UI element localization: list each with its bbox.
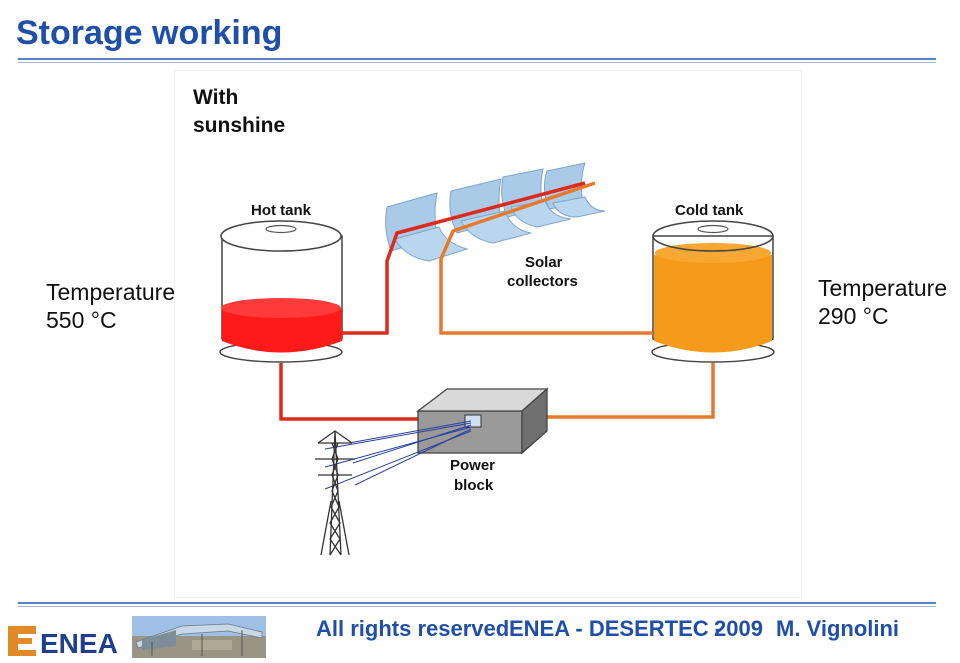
footer-rights: All rights reserved [316,616,510,641]
footer-rule [18,602,936,604]
enea-logo: ENEA [6,620,128,659]
power-block-label-line2: block [454,477,494,494]
left-temperature-label: Temperature [46,279,176,305]
footer-author: M. Vignolini [776,616,900,641]
left-temperature-value: 550 °C [46,307,117,333]
hot-pipe-power [279,363,419,421]
plant-photo [132,616,266,658]
transmission-tower-icon [315,430,355,556]
logo-text: ENEA [40,628,118,658]
power-block [416,387,549,455]
footer-year: 2009 [714,616,763,641]
hot-tank-label: Hot tank [251,202,312,219]
diagram-svg: With sunshine Hot tank Cold tank [193,86,775,556]
title-rule-thin [18,62,936,63]
hot-tank [219,220,343,363]
hot-pipe-collectors [342,181,586,335]
title-rule [18,58,936,60]
slide-title: Storage working [16,14,283,52]
left-temperature: Temperature 550 °C [46,278,175,334]
right-temperature-label: Temperature [818,275,948,301]
cold-pipe-collectors [439,181,653,335]
storage-diagram: With sunshine Hot tank Cold tank [175,71,801,597]
power-block-label-line1: Power [450,457,495,474]
footer-rule-thin [18,606,936,607]
sunshine-label-line2: sunshine [193,114,285,137]
cold-tank [651,220,775,363]
sunshine-label-line1: With [193,86,238,109]
right-temperature-value: 290 °C [818,303,889,329]
cold-tank-label: Cold tank [675,202,744,219]
right-temperature: Temperature 290 °C [818,274,947,330]
solar-collectors [385,162,606,262]
transmission-lines [324,420,472,490]
solar-collectors-label-line1: Solar [525,254,563,271]
solar-collectors-label-line2: collectors [507,273,578,290]
cold-pipe-power [545,363,715,419]
cold-salt-fill [654,247,772,353]
footer-org: ENEA - DESERTEC - [509,616,723,641]
